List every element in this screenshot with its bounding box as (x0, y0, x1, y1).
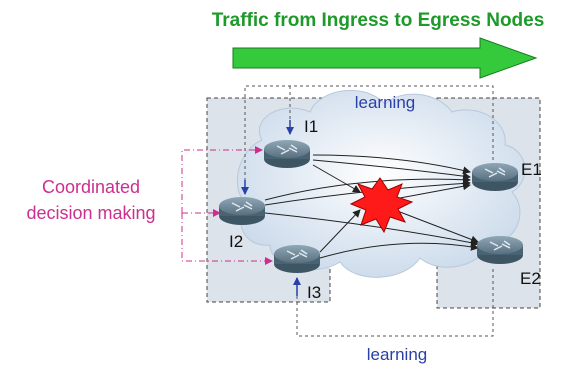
flow-i3-e2 (319, 242, 479, 259)
router-i3-icon (274, 245, 320, 273)
router-e2-icon (477, 236, 523, 264)
node-label-i3: I3 (307, 283, 321, 302)
node-label-e1: E1 (521, 160, 542, 179)
node-label-i2: I2 (229, 232, 243, 251)
learning-path-bottom (296, 268, 494, 337)
router-i2-icon (219, 197, 265, 225)
coordination-line-i3 (181, 213, 273, 265)
router-e1-icon (472, 163, 518, 191)
flow-failure-e1 (399, 182, 471, 199)
side-label-line2: decision making (26, 203, 155, 223)
node-label-i1: I1 (304, 117, 318, 136)
learning-label-top: learning (355, 93, 416, 112)
flow-i2-e1 (264, 175, 471, 201)
traffic-direction-arrow (232, 37, 538, 79)
flow-failure-e2 (399, 211, 479, 244)
node-label-e2: E2 (520, 269, 541, 288)
flow-i1-failure (312, 164, 361, 193)
flow-i3-failure (319, 209, 361, 253)
learning-path-top (244, 85, 494, 193)
learning-label-bottom: learning (367, 345, 428, 364)
failure-burst-icon (349, 177, 414, 234)
flow-i2-e2 (264, 212, 479, 247)
router-i1-icon (264, 140, 310, 168)
flow-i1-e1-b (312, 159, 471, 181)
flow-i1-e1 (312, 154, 471, 175)
diagram-title: Traffic from Ingress to Egress Nodes (212, 10, 545, 31)
side-label-line1: Coordinated (42, 177, 140, 197)
